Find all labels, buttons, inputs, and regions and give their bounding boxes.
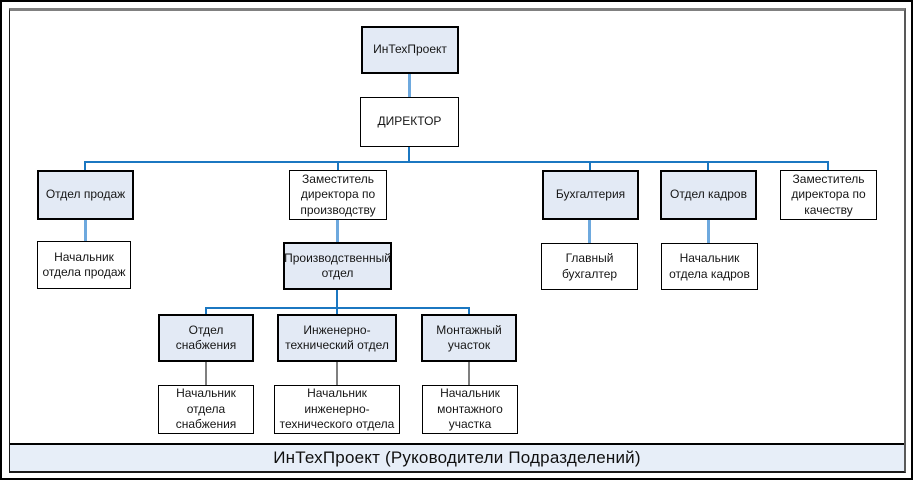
org-node-engineering-dept[interactable]: Инженерно-технический отдел xyxy=(277,314,397,362)
connector-root-director xyxy=(408,74,411,97)
org-node-sales-dept[interactable]: Отдел продаж xyxy=(37,170,134,220)
org-node-director[interactable]: ДИРЕКТОР xyxy=(360,97,459,147)
org-node-installation-head[interactable]: Начальник монтажного участка xyxy=(422,385,518,434)
connector-sales-head xyxy=(84,220,87,241)
connector-director-bus xyxy=(408,147,410,162)
connector-installation-head xyxy=(468,362,470,385)
org-node-engineering-head[interactable]: Начальник инженерно-технического отдела xyxy=(274,385,400,434)
diagram-title-bar: ИнТехПроект (Руководители Подразделений) xyxy=(10,443,904,471)
org-node-installation-site[interactable]: Монтажный участок xyxy=(421,314,517,362)
connector-supply-head xyxy=(205,362,207,385)
connector-production-bus xyxy=(336,290,338,307)
connector-bus-level1 xyxy=(84,161,829,163)
connector-deputy-production-dept xyxy=(336,220,339,242)
org-node-intehproekt[interactable]: ИнТехПроект xyxy=(361,26,459,74)
connector-bus2-drop-supply xyxy=(205,309,207,314)
org-node-chief-accountant[interactable]: Главный бухгалтер xyxy=(541,243,638,290)
connector-bus2-drop-installation xyxy=(468,309,470,314)
connector-bus1-drop-deputy-production xyxy=(337,163,339,170)
org-node-hr-head[interactable]: Начальник отдела кадров xyxy=(661,243,758,290)
org-node-hr-dept[interactable]: Отдел кадров xyxy=(660,170,757,220)
org-node-supply-head[interactable]: Начальник отдела снабжения xyxy=(158,385,254,434)
connector-bus1-drop-hr xyxy=(707,163,709,170)
org-node-deputy-production[interactable]: Заместитель директора по производству xyxy=(289,170,387,220)
diagram-title: ИнТехПроект (Руководители Подразделений) xyxy=(273,448,641,467)
connector-accounting-chief xyxy=(588,220,591,243)
diagram-frame: ИнТехПроект (Руководители Подразделений) xyxy=(9,8,906,473)
connector-bus-level2 xyxy=(205,307,470,309)
connector-bus1-drop-accounting xyxy=(589,163,591,170)
org-node-accounting[interactable]: Бухгалтерия xyxy=(542,170,639,220)
org-node-deputy-quality[interactable]: Заместитель директора по качеству xyxy=(780,170,877,220)
org-node-production-dept[interactable]: Производственный отдел xyxy=(283,242,392,290)
connector-bus1-drop-deputy-quality xyxy=(827,163,829,170)
org-node-supply-dept[interactable]: Отдел снабжения xyxy=(158,314,254,362)
connector-engineering-head xyxy=(336,362,338,385)
org-node-sales-head[interactable]: Начальник отдела продаж xyxy=(37,241,131,289)
connector-bus2-drop-engineering xyxy=(336,309,338,314)
connector-hr-head xyxy=(707,220,710,243)
connector-bus1-drop-sales xyxy=(84,163,86,170)
